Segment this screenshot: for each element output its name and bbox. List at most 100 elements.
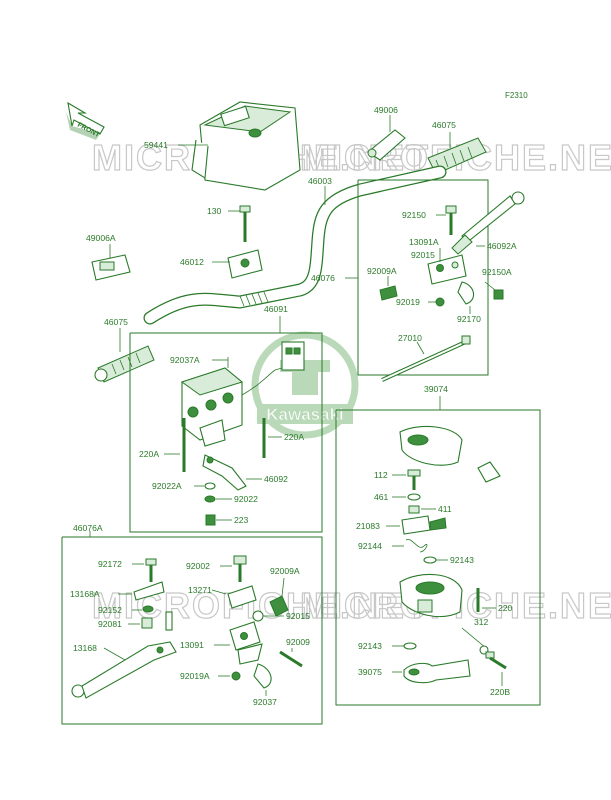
collar-92143-bottom [403,642,417,650]
bolt-92150 [445,205,457,235]
label-13091A: 13091A [409,237,439,247]
handlebar-46003 [143,165,447,325]
front-arrow-icon: FRONT [66,101,105,140]
clip-part [477,461,501,483]
label-21083: 21083 [356,521,380,531]
label-46012: 46012 [180,257,204,267]
label-92019: 92019 [396,297,420,307]
grip-46075-right [427,137,487,175]
label-411: 411 [438,504,452,514]
screw-112 [407,469,421,490]
grip-49006 [367,129,406,161]
grip-46075-left [94,345,155,383]
small-bar-part [165,611,173,631]
box-46076A [61,536,323,725]
box-46076 [357,179,489,376]
label-46076A: 46076A [73,523,103,533]
label-220B: 220B [490,687,510,697]
bolt-92009A-top [379,285,398,301]
label-92170: 92170 [457,314,481,324]
label-92019A: 92019A [180,671,210,681]
label-220A-right: 220A [284,432,304,442]
box-46091 [129,332,323,533]
holder-46012 [227,249,263,279]
lever-46092 [202,454,247,491]
part-411 [408,505,420,514]
label-46091: 46091 [264,304,288,314]
kawasaki-logo: Kawasaki [251,331,359,439]
label-49006A: 49006A [86,233,116,243]
label-92022: 92022 [234,494,258,504]
label-92143-bottom: 92143 [358,641,382,651]
washer-92152 [142,605,154,613]
spring-92144 [405,538,428,553]
label-92015-bottom: 92015 [286,611,310,621]
washer-92022 [204,495,216,503]
label-39075: 39075 [358,667,382,677]
label-49006: 49006 [374,105,398,115]
screw-92172 [145,558,157,582]
label-92009A-bottom: 92009A [270,566,300,576]
collar-92143-top [423,556,437,564]
label-223: 223 [234,515,249,525]
label-13168: 13168 [73,643,97,653]
label-92144: 92144 [358,541,382,551]
clamp-92170 [457,281,474,305]
switch-housing-46091 [180,341,305,447]
label-92022A: 92022A [152,481,182,491]
label-92152: 92152 [98,605,122,615]
label-46003: 46003 [308,176,332,186]
part-92081 [141,617,153,629]
label-130: 130 [207,206,222,216]
nut-92019A [231,671,241,681]
cable-27010 [381,335,471,382]
label-46092: 46092 [264,474,288,484]
label-92150A: 92150A [482,267,512,277]
label-92002: 92002 [186,561,210,571]
box-39074 [335,409,541,706]
nut-92019 [435,297,445,307]
lever-39075 [403,659,471,684]
figure-code: F2310 [505,91,528,100]
label-13091: 13091 [180,640,204,650]
label-59441: 59441 [144,140,168,150]
grip-49006A [91,254,131,281]
bracket-13271 [227,585,257,609]
label-312: 312 [474,617,489,627]
handlebar-cover-59441 [191,101,301,191]
throttle-housing [399,573,463,618]
label-92172: 92172 [98,559,122,569]
bolt-92150A [493,289,504,300]
switch-21083 [401,515,447,535]
label-92143-top: 92143 [450,555,474,565]
label-112: 112 [374,470,388,480]
washer-461 [407,493,421,501]
screw-223 [205,514,216,526]
label-46092A: 46092A [487,241,517,251]
label-92037A: 92037A [170,355,200,365]
label-46076: 46076 [311,273,335,283]
bolt-92009A-bottom [269,595,289,617]
label-461: 461 [374,492,389,502]
label-92037: 92037 [253,697,277,707]
label-13271: 13271 [188,585,212,595]
label-92009: 92009 [286,637,310,647]
label-92009A-top: 92009A [367,266,397,276]
label-220: 220 [498,603,513,613]
logo-text: Kawasaki [266,405,344,424]
washer-92022A [204,482,216,490]
label-46075-left: 46075 [104,317,128,327]
screw-92009 [279,650,303,668]
screw-92015-bottom [252,610,264,622]
bolt-130 [239,205,251,242]
lever-46092A [451,191,525,255]
label-92015-top: 92015 [411,250,435,260]
label-220A-left: 220A [139,449,159,459]
label-27010: 27010 [398,333,422,343]
screw-220B [485,651,507,670]
lever-13168 [71,641,177,699]
cover-39074 [399,425,463,466]
label-92081: 92081 [98,619,122,629]
label-13168A: 13168A [70,589,100,599]
